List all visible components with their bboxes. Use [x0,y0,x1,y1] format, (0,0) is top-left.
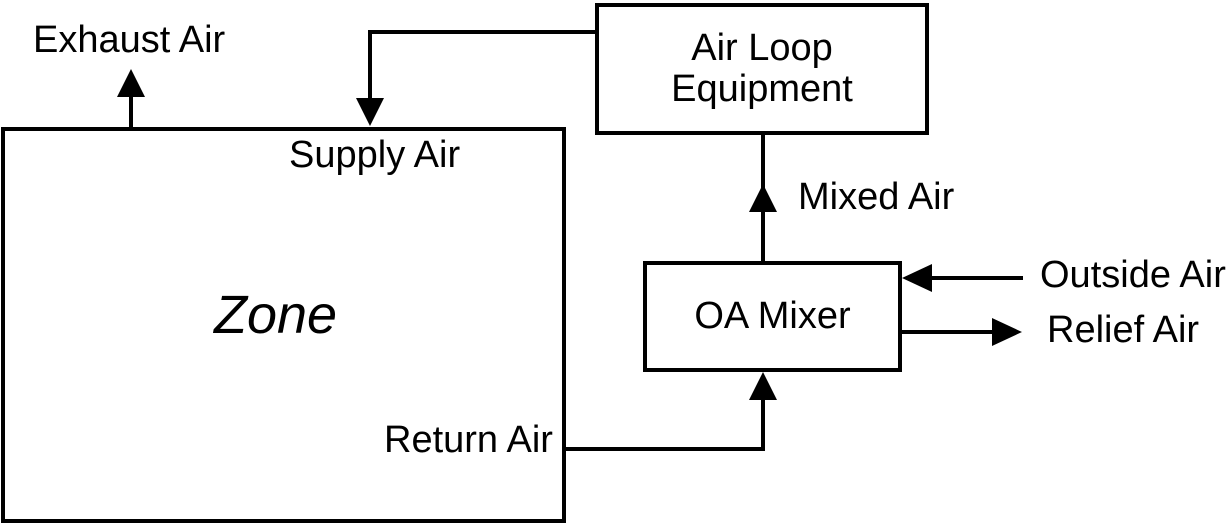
oa-mixer-box: OA Mixer [643,261,902,372]
relief-air-label: Relief Air [1047,309,1200,351]
return-air-line-horizontal [566,447,765,451]
mixed-air-arrowhead-up-icon [749,184,777,212]
outside-air-arrowhead-left-icon [902,264,932,292]
zone-box [1,127,566,523]
mixed-air-label: Mixed Air [798,176,955,218]
exhaust-air-label: Exhaust Air [33,19,226,61]
air-loop-equipment-label-line1: Air Loop [691,27,833,69]
relief-air-line [902,330,994,334]
supply-air-line-vertical [368,30,372,98]
return-air-line-vertical [761,398,765,451]
supply-air-line-horizontal [368,30,599,34]
exhaust-air-arrowhead-up-icon [117,69,145,97]
exhaust-air-line [129,97,133,127]
air-loop-equipment-label: Air Loop Equipment [671,28,853,110]
outside-air-label: Outside Air [1040,254,1226,296]
return-air-arrowhead-up-icon [749,372,777,400]
supply-air-arrowhead-down-icon [356,98,384,126]
air-loop-equipment-label-line2: Equipment [671,68,853,110]
oa-mixer-label: OA Mixer [694,295,851,337]
return-air-label: Return Air [384,419,553,461]
outside-air-line [930,276,1023,280]
supply-air-label: Supply Air [289,134,461,176]
air-loop-equipment-box: Air Loop Equipment [595,3,929,135]
relief-air-arrowhead-right-icon [992,318,1022,346]
zone-label: Zone [214,285,338,345]
